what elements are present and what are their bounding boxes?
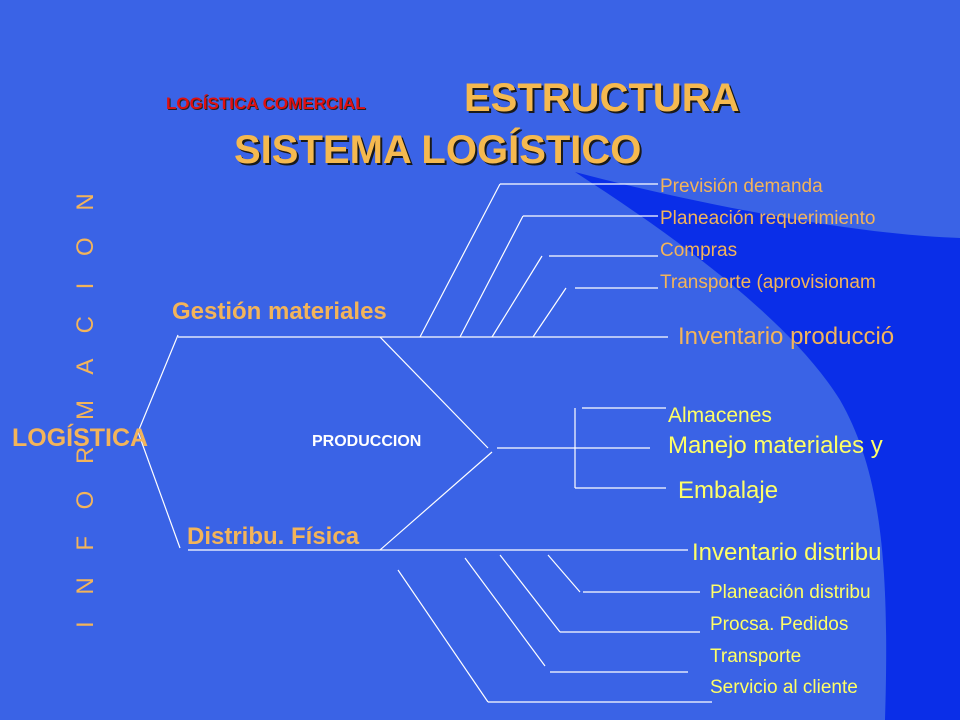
materials-item: Planeación requerimiento <box>660 208 876 229</box>
connector-line <box>532 287 567 338</box>
side-label-informacion: I N F O R M A C I O N <box>72 183 99 628</box>
connector-line <box>419 183 501 338</box>
distribution-item: Servicio al cliente <box>710 677 858 698</box>
connector-line <box>397 569 489 703</box>
connector-line <box>499 554 561 633</box>
root-node: LOGÍSTICA <box>12 424 149 452</box>
title-prefix: LOGÍSTICA COMERCIAL <box>166 94 366 113</box>
materials-item: Previsión demanda <box>660 176 823 197</box>
materials-item: Transporte (aprovisionam <box>660 272 876 293</box>
production-item: Almacenes <box>668 404 772 427</box>
title-line2: SISTEMA LOGÍSTICO <box>234 128 642 172</box>
branch-production: PRODUCCION <box>312 433 422 450</box>
connector-line <box>491 255 543 338</box>
materials-item: Compras <box>660 240 738 261</box>
distribution-item: Planeación distribu <box>710 582 871 603</box>
connector-line <box>464 557 546 667</box>
connector-line <box>547 554 581 593</box>
distribution-item: Transporte <box>710 646 802 667</box>
production-item: Embalaje <box>678 477 779 504</box>
connector-line <box>379 451 493 551</box>
branch-distribution: Distribu. Física <box>187 523 360 550</box>
production-item: Manejo materiales y <box>668 432 883 459</box>
title-line1: ESTRUCTURA <box>464 76 740 120</box>
connector-line <box>137 334 179 433</box>
connector-line <box>137 431 181 549</box>
branch-materials: Gestión materiales <box>172 298 387 325</box>
distribution-item: Inventario distribu <box>692 539 882 566</box>
materials-item: Inventario producció <box>678 323 895 350</box>
connector-line <box>379 336 489 449</box>
accent-swoosh-shape <box>575 172 960 720</box>
connector-line <box>459 215 524 338</box>
distribution-item: Procsa. Pedidos <box>710 614 849 635</box>
